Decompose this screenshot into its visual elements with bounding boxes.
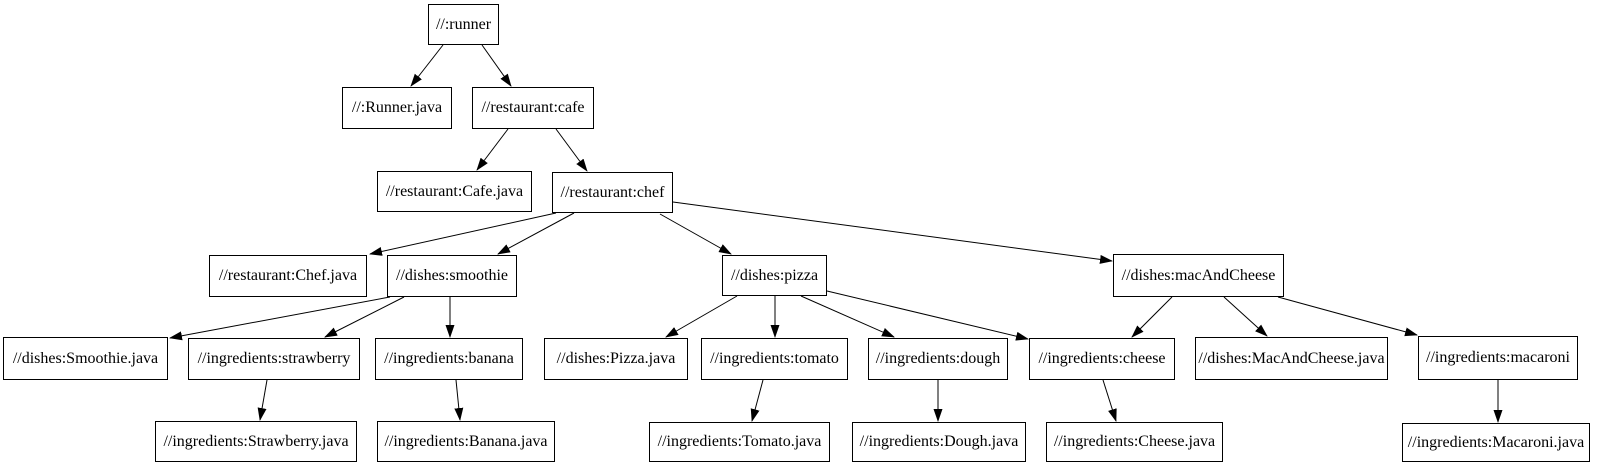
edge-cafe-to-cafe-java bbox=[476, 128, 509, 171]
edge-pizza-to-pizza-java bbox=[665, 295, 738, 338]
node-banana-java: //ingredients:Banana.java bbox=[377, 421, 555, 462]
edge-chef-to-pizza bbox=[659, 213, 732, 255]
node-macandcheese: //dishes:macAndCheese bbox=[1113, 254, 1284, 297]
edge-tomato-to-tomato-java bbox=[750, 379, 764, 422]
node-tomato-java: //ingredients:Tomato.java bbox=[649, 422, 830, 462]
edge-macandcheese-to-cheese bbox=[1131, 296, 1173, 338]
edge-smoothie-to-strawberry bbox=[324, 296, 405, 338]
node-cafe-java: //restaurant:Cafe.java bbox=[377, 171, 532, 212]
node-cheese: //ingredients:cheese bbox=[1029, 338, 1175, 380]
edge-runner-to-cafe bbox=[481, 44, 512, 87]
node-pizza-java: //dishes:Pizza.java bbox=[544, 338, 688, 380]
node-cafe: //restaurant:cafe bbox=[472, 87, 594, 129]
edge-chef-to-macandcheese bbox=[672, 201, 1113, 264]
edge-smoothie-to-smoothie-java bbox=[169, 296, 391, 341]
edge-runner-to-runner-java bbox=[410, 44, 444, 87]
node-tomato: //ingredients:tomato bbox=[701, 338, 848, 380]
node-chef: //restaurant:chef bbox=[552, 172, 673, 213]
node-smoothie-java: //dishes:Smoothie.java bbox=[3, 337, 168, 380]
node-cheese-java: //ingredients:Cheese.java bbox=[1046, 422, 1223, 462]
node-runner-java: //:Runner.java bbox=[342, 87, 452, 129]
node-runner: //:runner bbox=[428, 4, 499, 45]
edge-banana-to-banana-java bbox=[454, 379, 464, 421]
node-macaroni: //ingredients:macaroni bbox=[1418, 336, 1578, 380]
edge-strawberry-to-strawberry-java bbox=[257, 379, 268, 421]
node-dough: //ingredients:dough bbox=[868, 338, 1008, 380]
node-macandcheese-java: //dishes:MacAndCheese.java bbox=[1195, 337, 1388, 380]
edge-pizza-to-cheese bbox=[826, 290, 1029, 341]
edge-macandcheese-to-macandcheese-java bbox=[1223, 296, 1268, 337]
node-chef-java: //restaurant:Chef.java bbox=[209, 255, 367, 297]
node-banana: //ingredients:banana bbox=[375, 338, 523, 380]
node-pizza: //dishes:pizza bbox=[722, 255, 827, 296]
node-strawberry: //ingredients:strawberry bbox=[188, 338, 360, 380]
edge-macandcheese-to-macaroni bbox=[1277, 296, 1418, 337]
node-strawberry-java: //ingredients:Strawberry.java bbox=[155, 421, 357, 462]
edge-cheese-to-cheese-java bbox=[1102, 379, 1117, 422]
node-macaroni-java: //ingredients:Macaroni.java bbox=[1402, 423, 1590, 462]
node-smoothie: //dishes:smoothie bbox=[387, 255, 517, 297]
edge-pizza-to-dough bbox=[800, 295, 895, 338]
edge-chef-to-smoothie bbox=[497, 212, 575, 255]
edge-chef-to-chef-java bbox=[369, 212, 557, 256]
node-dough-java: //ingredients:Dough.java bbox=[852, 422, 1026, 462]
edge-cafe-to-chef bbox=[555, 128, 588, 172]
